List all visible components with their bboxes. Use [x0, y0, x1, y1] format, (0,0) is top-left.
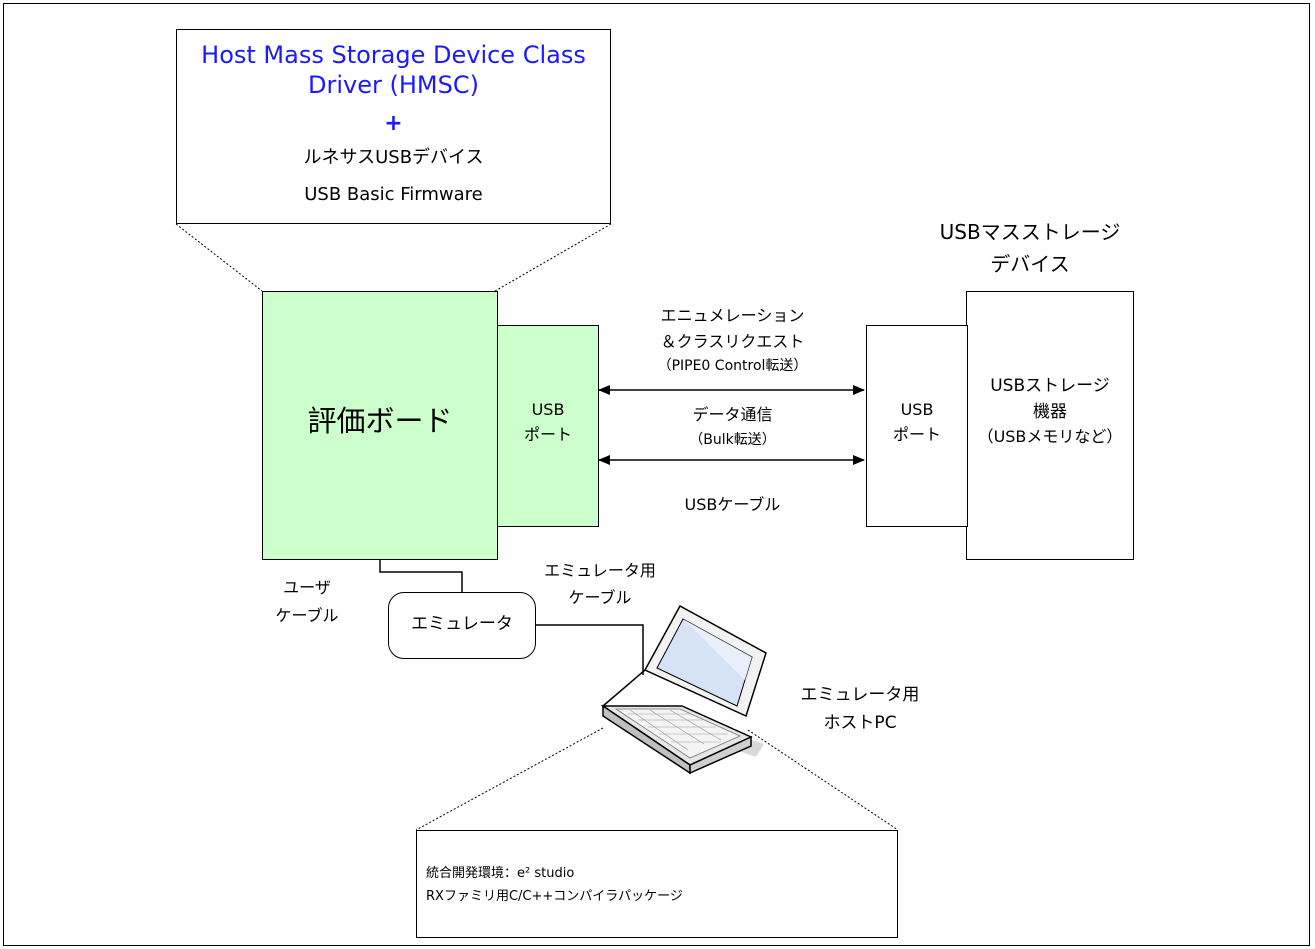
callout-line-left: [175, 223, 263, 292]
evaluation-board: [262, 291, 498, 560]
user-cable-line: [379, 560, 463, 592]
firmware-line3: ルネサスUSBデバイス: [303, 147, 484, 168]
board-usb-port-line1: USB: [531, 400, 565, 419]
firmware-box: [176, 29, 611, 224]
board-usb-port: [497, 325, 599, 527]
control-transfer-line1: エニュメレーション: [660, 306, 805, 325]
bulk-transfer-line1: データ通信: [692, 405, 773, 424]
ide-line1: 統合開発環境：e² studio: [426, 866, 575, 881]
ide-line2: RXファミリ用C/C++コンパイラパッケージ: [426, 889, 683, 904]
emulator-cable-line: [535, 624, 644, 675]
board-usb-port-line2: ポート: [523, 425, 572, 444]
control-transfer-line3: （PIPE0 Control転送）: [657, 358, 808, 374]
diagram-frame: [3, 3, 1310, 946]
user-cable-line1: ユーザ: [283, 578, 331, 597]
usb-storage-device: [966, 291, 1134, 560]
firmware-title-line1: Host Mass Storage Device Class: [201, 41, 586, 69]
user-cable-line2: ケーブル: [275, 606, 339, 625]
ide-box: [416, 830, 898, 938]
emulator-label: エミュレータ: [411, 614, 513, 634]
device-usb-port-line2: ポート: [892, 425, 941, 444]
control-transfer-line2: ＆クラスリクエスト: [660, 332, 805, 351]
usb-cable-label: USBケーブル: [684, 495, 781, 514]
emulator-cable-line2: ケーブル: [568, 588, 632, 607]
emulator-box: [388, 592, 536, 659]
firmware-plus: +: [384, 111, 403, 136]
storage-device-line3: （USBメモリなど）: [977, 427, 1123, 446]
callout-line-right: [494, 223, 612, 292]
host-pc-line1: エミュレータ用: [800, 685, 920, 705]
host-pc-line2: ホストPC: [823, 713, 897, 733]
storage-title-line2: デバイス: [990, 252, 1070, 276]
device-usb-port: [866, 325, 968, 527]
storage-title-line1: USBマスストレージ: [939, 220, 1121, 244]
storage-device-line2: 機器: [1033, 402, 1067, 422]
bulk-transfer-line2: （Bulk転送）: [689, 432, 776, 448]
callout-line-ide-right: [747, 729, 899, 831]
emulator-cable-line1: エミュレータ用: [544, 561, 656, 580]
storage-device-line1: USBストレージ: [990, 376, 1110, 396]
device-usb-port-line1: USB: [900, 400, 934, 419]
evaluation-board-label: 評価ボード: [307, 404, 453, 438]
laptop-icon: [600, 604, 767, 775]
callout-line-ide-left: [415, 727, 604, 831]
firmware-title-line2: Driver (HMSC): [308, 71, 479, 99]
firmware-line4: USB Basic Firmware: [304, 184, 483, 205]
